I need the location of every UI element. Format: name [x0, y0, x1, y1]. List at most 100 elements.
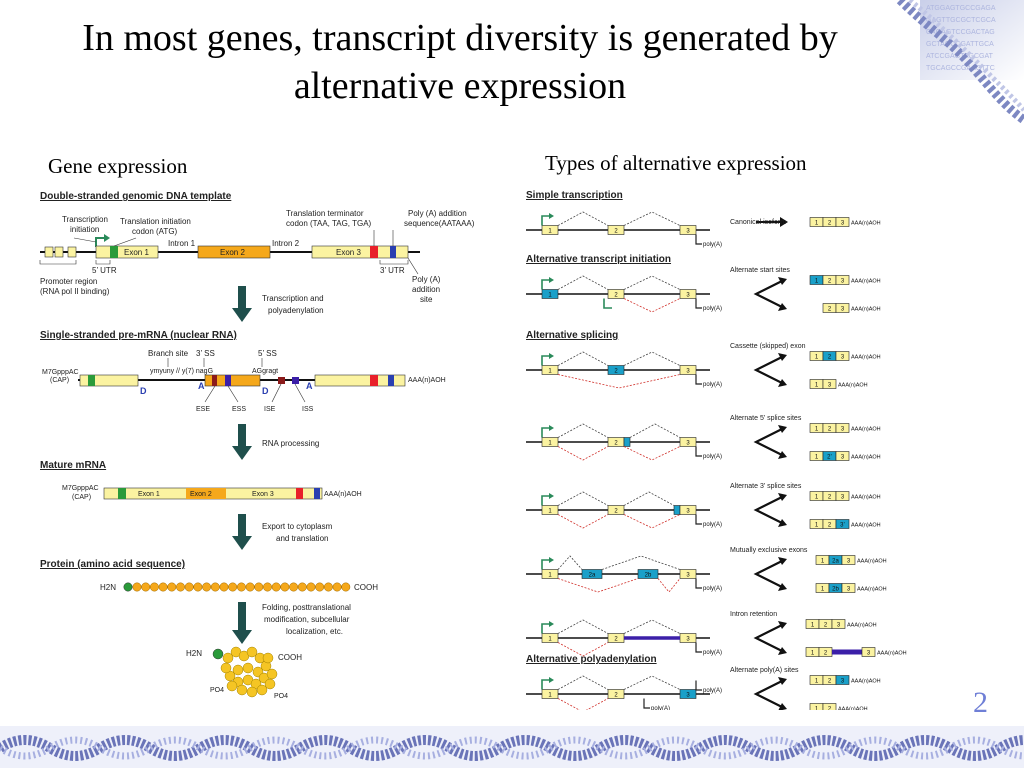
svg-text:1: 1 — [815, 355, 819, 361]
genomic-heading: Double-stranded genomic DNA template — [40, 191, 232, 202]
svg-text:2: 2 — [828, 707, 832, 711]
exon-3: 3 — [679, 225, 697, 235]
svg-text:AAA(n)AOH: AAA(n)AOH — [857, 559, 887, 565]
svg-text:codon (TAA, TAG, TGA): codon (TAA, TAG, TGA) — [286, 219, 372, 228]
svg-text:1: 1 — [815, 523, 819, 529]
svg-text:3: 3 — [841, 221, 845, 227]
svg-text:poly(A): poly(A) — [703, 454, 722, 460]
svg-text:1: 1 — [821, 559, 825, 565]
start-arrow-icon — [549, 621, 554, 627]
svg-text:2: 2 — [614, 509, 618, 515]
amino-acid — [245, 582, 255, 592]
svg-text:2: 2 — [824, 623, 828, 629]
exon-3: 3 — [679, 633, 697, 643]
svg-text:3: 3 — [686, 441, 690, 447]
left-heading: Gene expression — [48, 154, 188, 178]
svg-text:AAA(n)AOH: AAA(n)AOH — [857, 587, 887, 593]
svg-text:2a: 2a — [832, 559, 839, 565]
amino-acid — [184, 582, 194, 592]
exon-3: 3 — [679, 289, 697, 299]
svg-text:2b: 2b — [645, 573, 652, 579]
fork-arrow-icon — [753, 495, 785, 525]
svg-text:1: 1 — [548, 229, 552, 235]
row-heading: Simple transcription — [526, 190, 623, 201]
svg-text:2’: 2’ — [827, 455, 832, 461]
svg-text:2: 2 — [828, 427, 832, 433]
start-arrow-icon — [549, 425, 554, 431]
svg-text:H2N: H2N — [186, 649, 202, 658]
svg-text:initiation: initiation — [70, 225, 99, 234]
svg-text:COOH: COOH — [278, 653, 302, 662]
svg-text:TGCAGCCGAAGTTC: TGCAGCCGAAGTTC — [926, 65, 995, 72]
svg-text:AAA(n)AOH: AAA(n)AOH — [851, 221, 881, 227]
amino-acid — [236, 684, 248, 696]
svg-text:D: D — [140, 386, 147, 396]
start-arrow-icon — [549, 493, 554, 499]
premrna-heading: Single-stranded pre-mRNA (nuclear RNA) — [40, 330, 237, 341]
amino-acid — [263, 582, 272, 592]
svg-text:poly(A): poly(A) — [703, 306, 722, 312]
gene-expression-diagram: Double-stranded genomic DNA template Tra… — [39, 191, 475, 700]
svg-text:1: 1 — [548, 693, 552, 699]
svg-text:COOH: COOH — [354, 583, 378, 592]
svg-text:3: 3 — [847, 587, 851, 593]
svg-text:3: 3 — [828, 383, 832, 389]
svg-text:site: site — [420, 295, 433, 304]
down-arrow-icon — [232, 630, 252, 644]
svg-text:1: 1 — [815, 383, 819, 389]
row-description: Cassette (skipped) exon — [730, 343, 806, 350]
svg-text:modification, subcellular: modification, subcellular — [264, 615, 350, 624]
svg-text:2: 2 — [614, 637, 618, 643]
down-arrow-icon — [232, 536, 252, 550]
amino-acid — [271, 582, 281, 592]
amino-acid — [226, 680, 238, 692]
svg-text:Exon 2: Exon 2 — [220, 248, 245, 257]
svg-text:3: 3 — [686, 509, 690, 515]
svg-text:poly(A): poly(A) — [703, 382, 722, 388]
exon-2: 2 — [607, 289, 625, 299]
polya-sequence-label: Poly (A) addition — [408, 209, 467, 218]
row-description: Canonical isoform — [730, 219, 786, 226]
svg-text:AAA(n)AOH: AAA(n)AOH — [851, 679, 881, 685]
svg-text:codon (ATG): codon (ATG) — [132, 227, 178, 236]
row-description: Alternate poly(A) sites — [730, 667, 799, 674]
svg-text:ISS: ISS — [302, 406, 314, 413]
amino-acid — [228, 582, 238, 592]
svg-text:2: 2 — [828, 307, 832, 313]
row-heading: Alternative splicing — [526, 330, 618, 341]
amino-acid — [167, 582, 177, 592]
svg-text:1: 1 — [548, 441, 552, 447]
exon-1: 1 — [541, 225, 559, 235]
svg-text:2: 2 — [824, 651, 828, 657]
fork-arrow-icon — [753, 427, 785, 457]
amino-acid — [158, 582, 168, 592]
svg-text:Exon 3: Exon 3 — [252, 491, 274, 498]
svg-text:PO4: PO4 — [210, 687, 224, 694]
row-description: Mutually exclusive exons — [730, 547, 808, 554]
svg-text:3: 3 — [841, 307, 845, 313]
svg-text:1: 1 — [811, 651, 815, 657]
svg-text:addition: addition — [412, 285, 440, 294]
exon3-box — [311, 245, 409, 259]
svg-text:2: 2 — [828, 355, 832, 361]
svg-text:3: 3 — [686, 573, 690, 579]
svg-text:3: 3 — [841, 455, 845, 461]
slide-title: In most genes, transcript diversity is g… — [82, 17, 838, 107]
exon-1: 1 — [541, 505, 559, 515]
exon-2: 2 — [607, 505, 625, 515]
svg-text:2: 2 — [614, 293, 618, 299]
step1-label: Transcription and — [262, 294, 324, 303]
dna-strand-decoration-top: ATGGAGTGCCGAGA GAGTTGCGCTCGCA CAGAGTCCGA… — [896, 0, 1024, 124]
